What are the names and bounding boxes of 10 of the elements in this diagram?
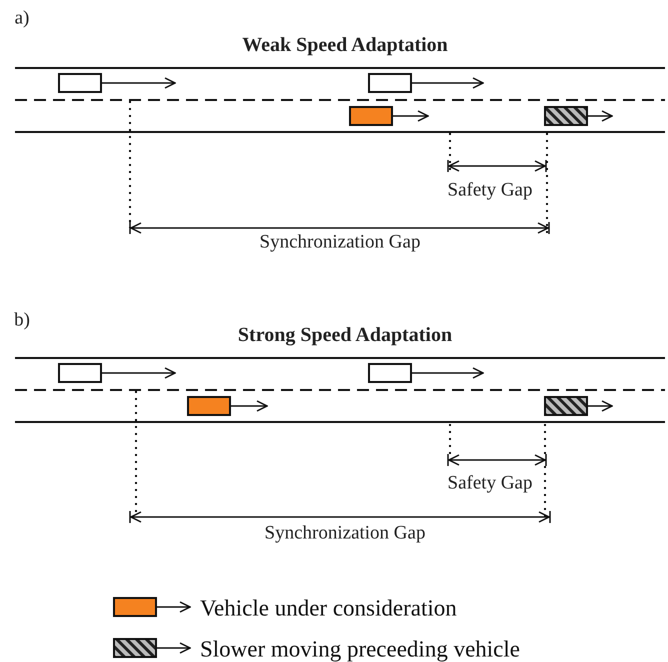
dimension-label: Synchronization Gap (264, 524, 426, 542)
dimension-label: Synchronization Gap (258, 232, 422, 252)
legend-text: Slower moving preceeding vehicle (200, 638, 520, 660)
legend-text: Vehicle under consideration (200, 596, 457, 620)
panel-label: a) (14, 8, 30, 28)
dimension-label: Safety Gap (446, 474, 534, 492)
panel-label: b) (13, 310, 31, 330)
panel-heading: Weak Speed Adaptation (241, 35, 449, 55)
panel-heading: Strong Speed Adaptation (236, 325, 454, 345)
dimension-label: Safety Gap (446, 180, 534, 200)
